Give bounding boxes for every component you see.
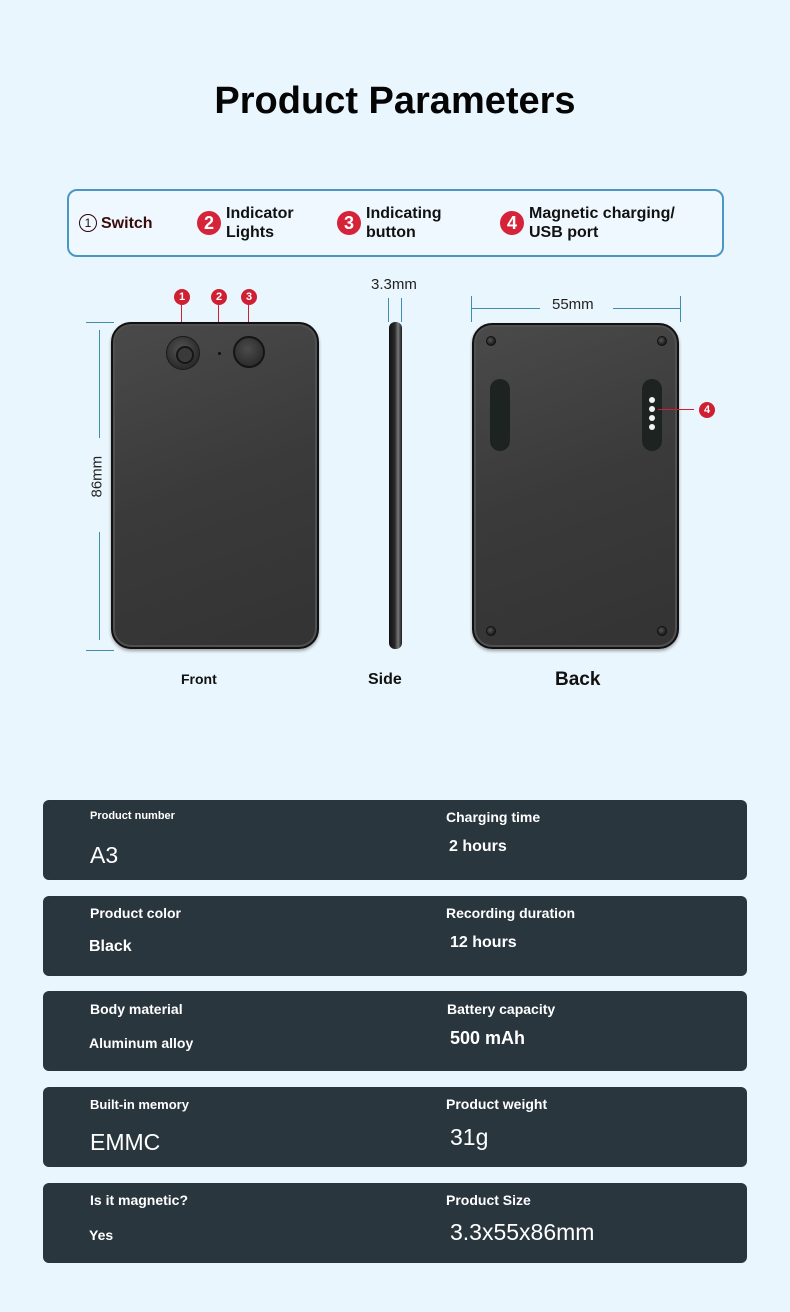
indicating-button-icon: [233, 336, 265, 368]
width-dimension-label: 55mm: [552, 296, 594, 313]
spec-row: Built-in memory EMMC Product weight 31g: [43, 1087, 747, 1167]
spec-value: 31g: [450, 1124, 489, 1150]
legend-item-switch: 1 Switch: [79, 191, 153, 255]
spec-label: Charging time: [446, 809, 541, 825]
charging-port: [642, 379, 662, 451]
product-diagram: 1 2 3 86mm 3.3mm 55mm 4: [0, 270, 790, 710]
spec-label: Product color: [90, 905, 182, 921]
spec-row: Product color Black Recording duration 1…: [43, 896, 747, 976]
device-back-view: [472, 323, 679, 649]
screw-icon: [657, 336, 667, 346]
magnet-slot: [490, 379, 510, 451]
legend-label: Indicator Lights: [226, 204, 294, 242]
spec-value: 3.3x55x86mm: [450, 1219, 595, 1245]
spec-row: Product number A3 Charging time 2 hours: [43, 800, 747, 880]
legend-label: Magnetic charging/ USB port: [529, 204, 675, 242]
page-title: Product Parameters: [214, 80, 576, 122]
legend-item-indicator-lights: 2 Indicator Lights: [197, 191, 294, 255]
spec-value: Yes: [89, 1227, 114, 1243]
back-view-label: Back: [555, 669, 601, 690]
number-4-icon: 4: [500, 211, 524, 235]
screw-icon: [657, 626, 667, 636]
pin-icon: [649, 415, 655, 421]
device-side-view: [389, 322, 402, 649]
spec-value: 500 mAh: [450, 1028, 526, 1048]
spec-label: Body material: [90, 1001, 183, 1017]
spec-label: Product number: [90, 810, 175, 822]
legend-label: Indicating button: [366, 204, 442, 242]
legend-label-line2: Lights: [226, 224, 274, 241]
thickness-dimension-label: 3.3mm: [371, 276, 417, 293]
pin-icon: [649, 424, 655, 430]
dimension-tick: [86, 650, 114, 651]
spec-value: EMMC: [90, 1129, 161, 1155]
legend-label-line1: Magnetic charging/: [529, 205, 675, 222]
spec-row: Is it magnetic? Yes Product Size 3.3x55x…: [43, 1183, 747, 1263]
height-dimension-label: 86mm: [88, 455, 106, 498]
dimension-line: [388, 298, 389, 322]
spec-label: Recording duration: [446, 905, 576, 921]
legend-item-indicating-button: 3 Indicating button: [337, 191, 442, 255]
side-view-label: Side: [368, 671, 402, 688]
pin-icon: [649, 397, 655, 403]
dimension-line: [472, 308, 540, 309]
spec-label: Product Size: [446, 1192, 531, 1208]
switch-icon: [166, 336, 200, 370]
device-front-view: [111, 322, 319, 649]
legend-label-line1: Indicating: [366, 205, 442, 222]
dimension-line: [99, 330, 100, 438]
legend-box: 1 Switch 2 Indicator Lights 3 Indicating…: [67, 189, 724, 257]
spec-value: A3: [90, 842, 119, 868]
spec-label: Product weight: [446, 1096, 548, 1112]
screw-icon: [486, 626, 496, 636]
spec-value: Aluminum alloy: [89, 1035, 194, 1051]
marker-4-icon: 4: [699, 402, 715, 418]
legend-label: Switch: [101, 214, 153, 232]
spec-label: Is it magnetic?: [90, 1192, 189, 1208]
dimension-line: [99, 532, 100, 640]
number-3-icon: 3: [337, 211, 361, 235]
spec-label: Built-in memory: [90, 1097, 189, 1112]
dimension-line: [401, 298, 402, 322]
marker-3-icon: 3: [241, 289, 257, 305]
spec-value: 2 hours: [449, 838, 507, 855]
dimension-line: [613, 308, 680, 309]
front-view-label: Front: [181, 671, 217, 687]
number-1-icon: 1: [79, 214, 97, 232]
marker-line: [658, 409, 694, 410]
screw-icon: [486, 336, 496, 346]
dimension-tick: [86, 322, 114, 323]
dimension-tick: [680, 296, 681, 322]
spec-value: Black: [89, 938, 132, 955]
legend-item-magnetic-charging: 4 Magnetic charging/ USB port: [500, 191, 675, 255]
spec-row: Body material Aluminum alloy Battery cap…: [43, 991, 747, 1071]
pin-icon: [649, 406, 655, 412]
marker-1-icon: 1: [174, 289, 190, 305]
legend-label-line2: USB port: [529, 224, 599, 241]
spec-label: Battery capacity: [447, 1001, 556, 1017]
dimension-tick: [471, 296, 472, 322]
number-2-icon: 2: [197, 211, 221, 235]
legend-label-line2: button: [366, 224, 416, 241]
spec-value: 12 hours: [450, 934, 517, 951]
indicator-light-icon: [218, 352, 221, 355]
legend-label-line1: Indicator: [226, 205, 294, 222]
marker-2-icon: 2: [211, 289, 227, 305]
